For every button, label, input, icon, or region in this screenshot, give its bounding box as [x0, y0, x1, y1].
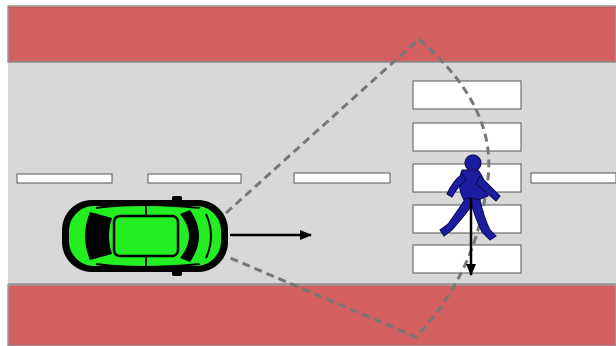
lane-dash — [16, 173, 113, 184]
lane-dash — [147, 173, 242, 184]
crosswalk-stripe — [412, 122, 522, 152]
crosswalk-stripe — [412, 244, 522, 274]
lane-dash — [530, 172, 616, 184]
crosswalk-stripe — [412, 80, 522, 110]
pedestrian-icon — [439, 154, 501, 241]
top-sidewalk — [7, 5, 616, 63]
car-icon — [62, 196, 228, 276]
lane-dash — [293, 172, 391, 184]
bottom-sidewalk — [7, 284, 616, 346]
lane-markings — [16, 172, 616, 184]
